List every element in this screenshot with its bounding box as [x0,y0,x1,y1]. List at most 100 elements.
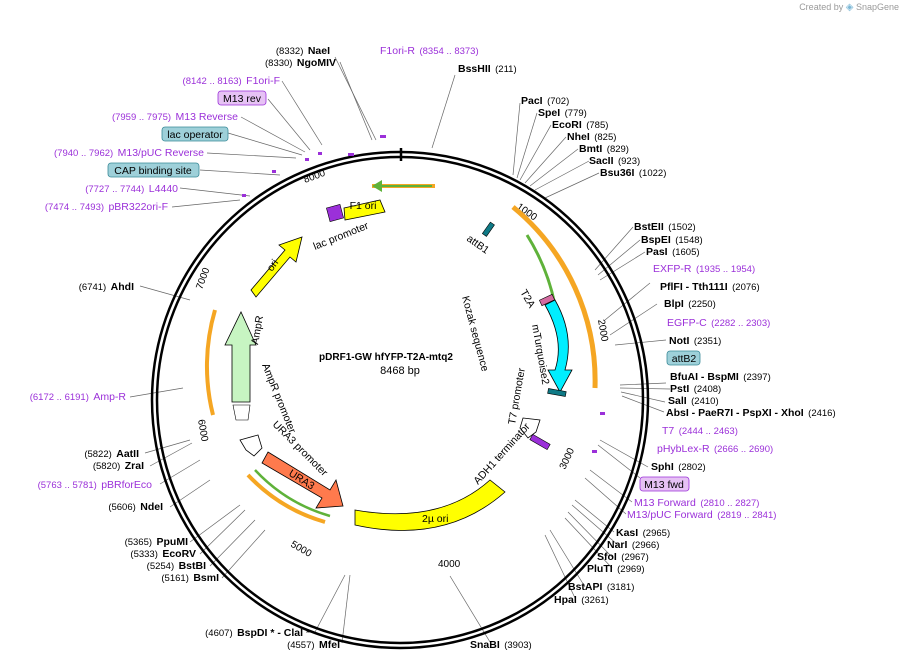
svg-text:SfoI (2967): SfoI (2967) [597,547,649,564]
ampr-feature [224,311,257,403]
right-labels: F1ori-R (8354 .. 8373) BssHII (211) PacI… [380,41,836,651]
svg-text:F1ori-R (8354 .. 8373): F1ori-R (8354 .. 8373) [380,41,479,58]
f1ori-feature [343,199,386,221]
svg-text:EcoRI (785): EcoRI (785) [552,115,608,132]
ura3-label: URA3 [286,467,316,492]
ampr-label: AmpR [249,314,266,345]
svg-text:(7940 .. 7962) M13/pUC Revers: (7940 .. 7962) M13/pUC Reverse [54,143,204,160]
plasmid-length: 8468 bp [380,365,420,377]
top-arrowhead-icon [372,180,382,192]
svg-text:AbsI - PaeR7I - PspXI - Xho: AbsI - PaeR7I - PspXI - XhoI (2416) [666,403,836,420]
svg-text:(4557) MfeI: (4557) MfeI [287,635,340,652]
tick-6000: 6000 [195,419,210,443]
svg-text:(5365) PpuMI: (5365) PpuMI [125,532,188,549]
svg-text:(7727 .. 7744) L4440: (7727 .. 7744) L4440 [85,179,178,196]
brand-name: SnapGene [855,2,899,12]
svg-text:lac operator: lac operator [167,129,223,141]
attB1-label: attB1 [464,233,491,257]
svg-text:(6741) AhdI: (6741) AhdI [79,277,134,294]
svg-text:(8330) NgoMIV: (8330) NgoMIV [265,53,336,70]
mturquoise2-label: mTurquoise2 [529,323,551,385]
svg-text:SphI (2802): SphI (2802) [651,457,706,474]
svg-text:(5333) EcoRV: (5333) EcoRV [130,544,196,561]
tick-7000: 7000 [194,266,212,291]
ori-feature [250,236,303,298]
svg-text:BspEI (1548): BspEI (1548) [641,230,703,247]
plasmid-name: pDRF1-GW hfYFP-T2A-mtq2 [319,352,453,363]
svg-text:Bsu36I (1022): Bsu36I (1022) [600,163,666,180]
svg-text:pHybLex-R (2666 .. 2690): pHybLex-R (2666 .. 2690) [657,439,773,456]
svg-text:PasI (1605): PasI (1605) [646,242,700,259]
svg-text:PflFI - Tth111I (2076): PflFI - Tth111I (2076) [660,277,760,294]
t2a-label: T2A [517,288,537,311]
svg-text:PstI (2408): PstI (2408) [670,379,721,396]
attB2-tag [666,350,701,366]
primer-arc-green-2 [254,469,331,518]
svg-text:NheI (825): NheI (825) [567,127,616,144]
2mu-ori-label: 2µ ori [422,513,448,525]
primer-arc-orange-1 [511,205,598,389]
svg-text:PacI (702): PacI (702) [521,91,569,108]
attB1-mark [481,221,495,237]
created-by-text: Created by [799,2,844,12]
ura3-feature [261,451,344,509]
svg-text:(5820) ZraI: (5820) ZraI [93,456,144,473]
svg-text:(5822) AatII: (5822) AatII [84,444,139,461]
adh1-label: ADH1 terminator [471,420,533,487]
svg-text:BmtI (829): BmtI (829) [579,139,629,156]
lac-operator-mark [326,204,344,222]
tick-2000: 2000 [595,319,610,343]
adh1-mark [529,433,551,451]
svg-text:(6172 .. 6191) Amp-R: (6172 .. 6191) Amp-R [30,387,127,404]
svg-text:PluTI (2969): PluTI (2969) [587,559,645,576]
t2a-mark [538,293,556,307]
svg-text:(5161) BsmI: (5161) BsmI [161,568,219,585]
lac-promoter-label: lac promoter [312,220,371,253]
m13-rev-tag [217,90,267,106]
t7-promoter-label: T7 promoter [506,367,528,426]
svg-text:NotI (2351): NotI (2351) [669,331,721,348]
svg-text:KasI (2965): KasI (2965) [616,523,670,540]
primer-arc-orange-2 [204,309,217,416]
svg-text:BfuAI - BspMI (2397): BfuAI - BspMI (2397) [670,367,771,384]
primer-arc-orange-3 [246,473,326,524]
svg-text:(5606) NdeI: (5606) NdeI [108,497,163,514]
svg-text:M13 Forward (2810 .. 2827): M13 Forward (2810 .. 2827) [634,493,759,510]
ampr-promoter-arrow-icon [232,404,251,421]
ori-label: ori [265,257,282,273]
ura3-promoter-arrow-icon [239,434,263,457]
svg-text:M13 rev: M13 rev [223,93,262,105]
cap-binding-site-tag [107,162,200,178]
svg-text:BlpI (2250): BlpI (2250) [664,294,716,311]
svg-text:M13/pUC Forward (2819 .. 2841: M13/pUC Forward (2819 .. 2841) [627,505,776,522]
lac-operator-tag [161,126,229,142]
svg-text:(5254) BstBI: (5254) BstBI [147,556,206,573]
primer-site-marks [242,135,605,453]
f1ori-label: F1 ori [350,200,377,212]
svg-text:(7959 .. 7975) M13 Reverse: (7959 .. 7975) M13 Reverse [112,107,238,124]
tick-3000: 3000 [558,446,578,471]
svg-text:BstAPI (3181): BstAPI (3181) [568,577,634,594]
attB2-mark [547,388,567,397]
svg-text:BstEII (1502): BstEII (1502) [634,217,696,234]
svg-text:EXFP-R (1935 .. 1954): EXFP-R (1935 .. 1954) [653,259,755,276]
tick-5000: 5000 [289,539,314,560]
svg-text:T7 (2444 .. 2463): T7 (2444 .. 2463) [662,421,738,438]
backbone-inner [155,155,645,645]
svg-text:(5763 .. 5781) pBRforEco: (5763 .. 5781) pBRforEco [38,475,153,492]
kozak-label: Kozak sequence [459,295,491,373]
svg-text:SalI (2410): SalI (2410) [668,391,719,408]
svg-text:SacII (923): SacII (923) [589,151,640,168]
svg-text:M13 fwd: M13 fwd [644,479,684,491]
svg-text:attB2: attB2 [672,353,697,365]
svg-text:(8332) NaeI: (8332) NaeI [276,41,330,58]
tick-4000: 4000 [438,559,461,570]
left-labels: (8332) NaeI (8330) NgoMIV (8142 .. 8163)… [30,41,340,652]
svg-text:NarI (2966): NarI (2966) [607,535,659,552]
svg-text:SpeI (779): SpeI (779) [538,103,587,120]
m13-fwd-tag [639,476,690,492]
svg-text:HpaI (3261): HpaI (3261) [554,590,609,607]
svg-text:(8142 .. 8163) F1ori-F: (8142 .. 8163) F1ori-F [183,71,280,88]
svg-text:CAP binding site: CAP binding site [114,165,192,177]
